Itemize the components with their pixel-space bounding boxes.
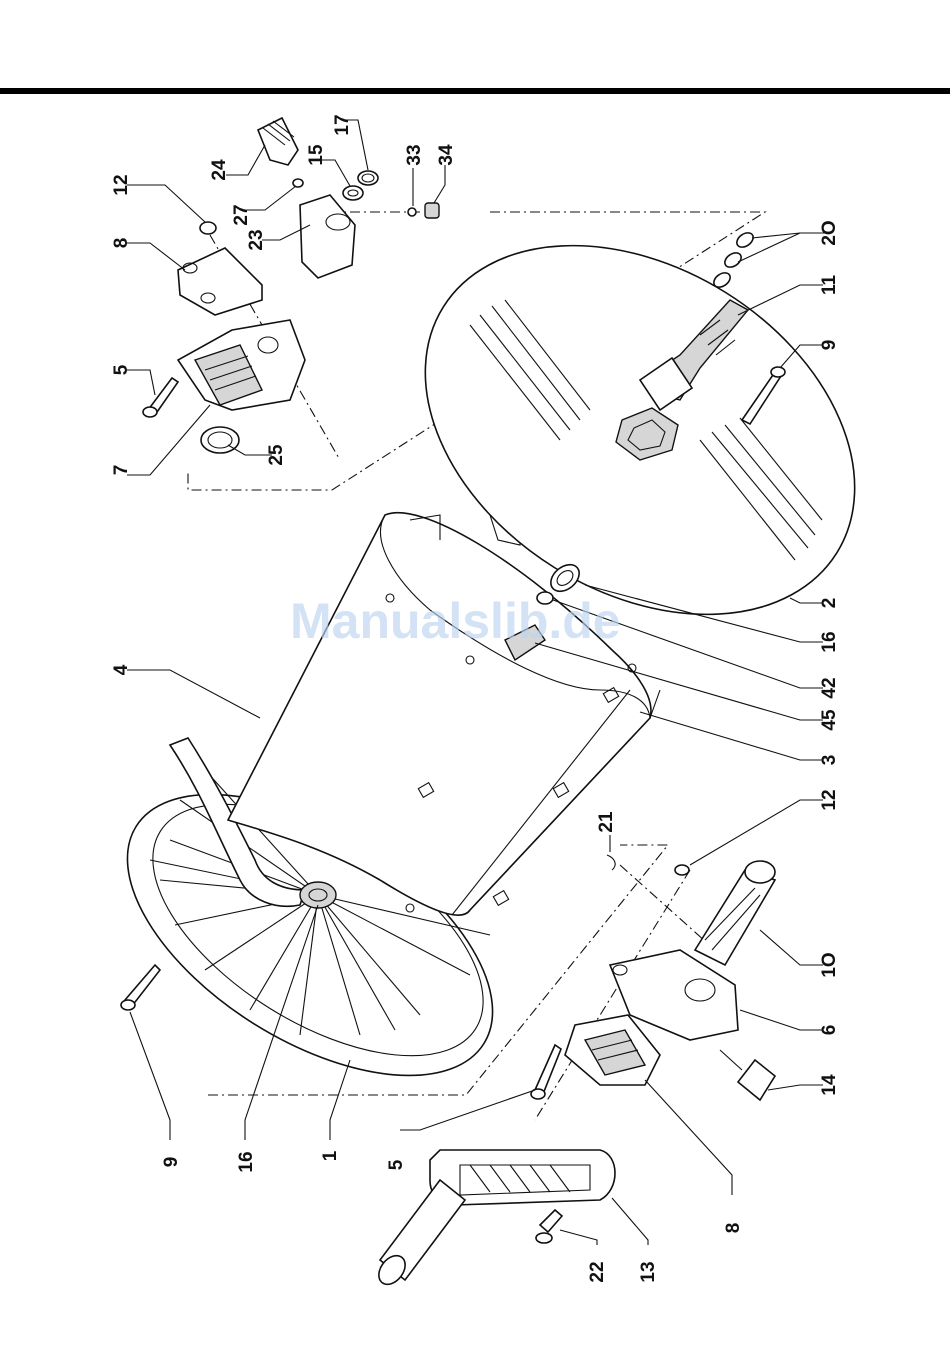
callout-5-lower: 5 [386, 1159, 407, 1170]
crank-handle-part [373, 1150, 615, 1289]
callout-6: 6 [819, 1025, 840, 1036]
callout-25: 25 [266, 444, 287, 466]
callout-10: 1O [819, 952, 840, 977]
callout-3: 3 [819, 755, 840, 766]
callout-7: 7 [111, 465, 132, 476]
upper-bracket-part [178, 118, 355, 453]
callout-5-upper: 5 [111, 364, 132, 375]
small-fittings-part [343, 171, 439, 218]
callout-33: 33 [404, 144, 425, 165]
callout-27: 27 [231, 204, 252, 225]
callout-12-upper: 12 [111, 174, 132, 195]
callout-4: 4 [111, 664, 132, 675]
upper-screw-part [143, 378, 178, 417]
callout-34: 34 [436, 144, 457, 166]
callout-16-right: 16 [819, 631, 840, 652]
callout-9-left: 9 [161, 1157, 182, 1168]
callout-45: 45 [819, 709, 840, 731]
callout-20: 2O [819, 220, 840, 245]
callout-23: 23 [246, 229, 267, 250]
lower-bracket-part [565, 855, 775, 1100]
callout-14: 14 [819, 1074, 840, 1096]
callout-42: 42 [819, 677, 840, 698]
callout-13: 13 [638, 1261, 659, 1282]
callout-16-left: 16 [236, 1151, 257, 1172]
lower-screw-part [531, 1045, 561, 1099]
watermark: Manualslib.de [290, 593, 621, 649]
callout-9-right: 9 [819, 340, 840, 351]
callout-24: 24 [209, 159, 230, 181]
callout-11: 11 [819, 275, 840, 296]
callout-12-lower: 12 [819, 789, 840, 810]
callout-17: 17 [332, 114, 353, 135]
callout-8-lower: 8 [723, 1223, 744, 1234]
callout-1: 1 [320, 1150, 341, 1161]
assembly-axis-lower [620, 865, 715, 950]
callout-22: 22 [587, 1261, 608, 1282]
callout-2: 2 [819, 598, 840, 609]
callout-15: 15 [306, 144, 327, 166]
callout-21: 21 [596, 811, 617, 833]
callout-8-upper: 8 [111, 238, 132, 249]
